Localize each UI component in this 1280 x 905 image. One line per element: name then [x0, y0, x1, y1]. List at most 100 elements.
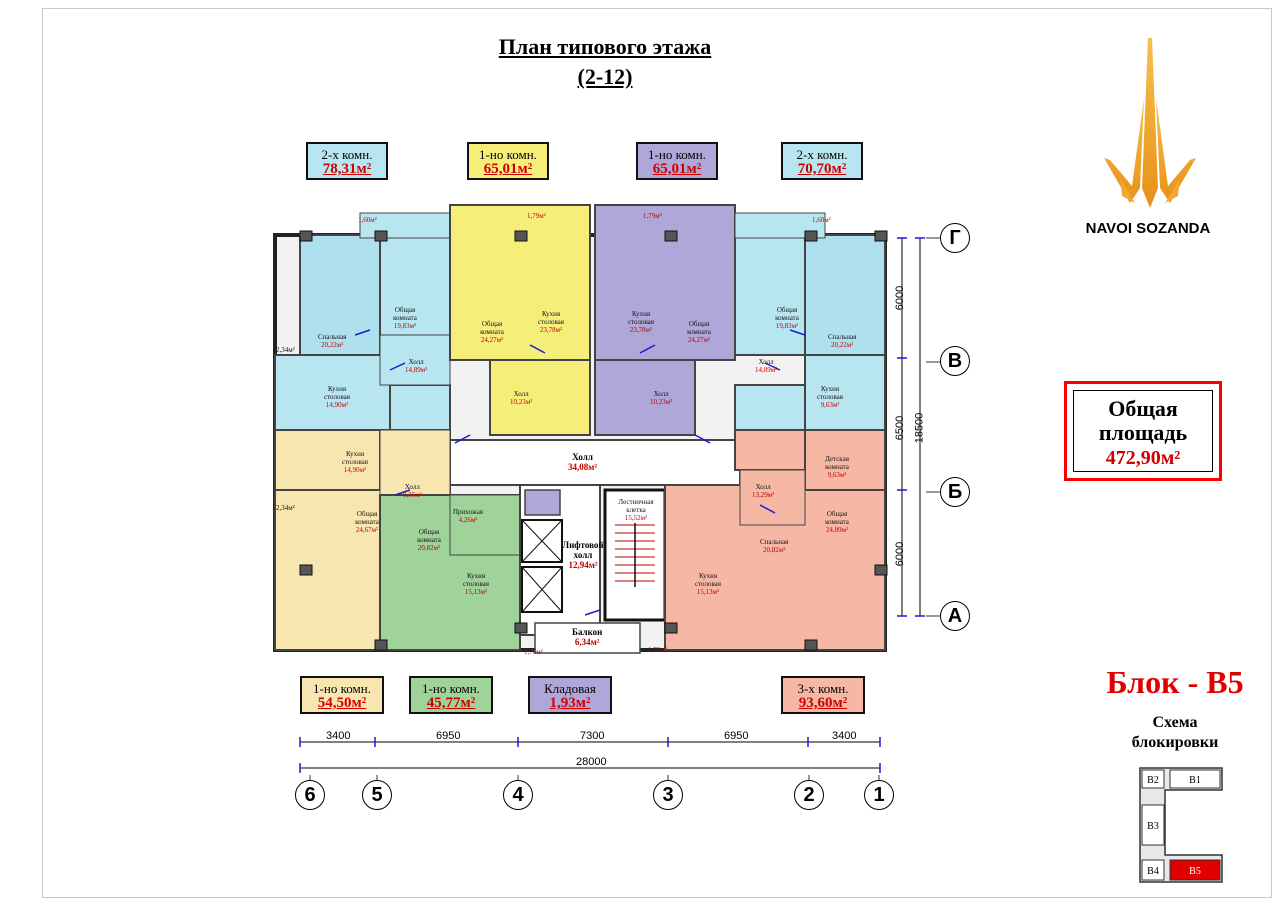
navoi-sozanda-logo-icon: [1104, 38, 1196, 208]
zone-apt-bml-hall: [449, 494, 521, 556]
zone-balcony: [534, 622, 641, 654]
dim-h-5: 3400: [832, 730, 857, 742]
small-area: 1,79м²: [527, 212, 546, 220]
axis-letter-b: Б: [940, 477, 970, 507]
title-line1: План типового этажа: [498, 34, 712, 59]
zone-central-hall: [449, 439, 741, 486]
page-border: [42, 8, 1272, 898]
small-area: 1,76м²: [524, 648, 543, 656]
small-area: 2,34м²: [276, 346, 295, 354]
axis-number-6: 6: [295, 780, 325, 810]
apt-box-bottom-2: 1-но комн.45,77м²: [409, 676, 493, 714]
dim-h-1: 3400: [326, 730, 351, 742]
dim-h-4: 6950: [724, 730, 749, 742]
apt-box-top-3: 1-но комн.65,01м²: [636, 142, 718, 180]
svg-text:В4: В4: [1147, 866, 1159, 877]
zone-apt-tr-bath: [734, 384, 806, 431]
page-title: План типового этажа (2-12): [440, 32, 770, 92]
small-area: 2,34м²: [276, 504, 295, 512]
zone-apt-tml-hall: [489, 359, 591, 436]
svg-text:В3: В3: [1147, 821, 1159, 832]
small-area: 1,79м²: [643, 212, 662, 220]
axis-letter-v: В: [940, 346, 970, 376]
title-line2: (2-12): [577, 64, 633, 89]
dim-h-total: 28000: [576, 756, 607, 768]
small-area: 1,60м²: [812, 216, 831, 224]
dim-v-3: 6000: [894, 541, 907, 567]
floor-plan: [273, 204, 888, 654]
axis-letter-a: А: [940, 601, 970, 631]
blocking-scheme: В2 В1 В3 В4 В5: [1139, 767, 1223, 883]
zone-apt-br-child: [804, 429, 886, 491]
dim-v-1: 6000: [894, 285, 907, 311]
dim-v-2: 6500: [894, 415, 907, 441]
svg-text:В1: В1: [1189, 775, 1201, 786]
axis-number-5: 5: [362, 780, 392, 810]
axis-number-2: 2: [794, 780, 824, 810]
axis-letter-g: Г: [940, 223, 970, 253]
apt-box-top-1: 2-х комн.78,31м²: [306, 142, 388, 180]
apt-box-bottom-1: 1-но комн.54,50м²: [300, 676, 384, 714]
zone-apt-br-hall: [739, 469, 806, 526]
zone-apt-tr-kitchen: [804, 354, 886, 431]
scheme-block-b3: [1141, 804, 1165, 846]
axis-number-4: 4: [503, 780, 533, 810]
apt-box-top-2: 1-но комн.65,01м²: [467, 142, 549, 180]
zone-apt-br-bath: [734, 429, 806, 471]
small-area: 1,76м²: [648, 646, 667, 654]
block-title: Блок - В5: [1106, 664, 1244, 700]
axis-number-3: 3: [653, 780, 683, 810]
apt-box-bottom-4: 3-х комн.93,60м²: [781, 676, 865, 714]
scheme-block-b2: [1141, 769, 1165, 789]
axis-number-1: 1: [864, 780, 894, 810]
brand-name: NAVOI SOZANDA: [1085, 220, 1211, 237]
scheme-block-b1: [1169, 769, 1221, 789]
apt-box-top-4: 2-х комн.70,70м²: [781, 142, 863, 180]
total-area-value: 472,90м²: [1105, 447, 1181, 469]
dim-h-3: 7300: [580, 730, 605, 742]
scheme-block-b5: [1169, 859, 1221, 881]
small-area: 1,60м²: [358, 216, 377, 224]
dim-v-total: 18500: [913, 412, 926, 444]
zone-apt-tl-balcony: [359, 212, 451, 239]
zone-apt-tmr-hall: [594, 359, 696, 436]
zone-storage: [524, 489, 561, 516]
dim-h-2: 6950: [436, 730, 461, 742]
scheme-block-b4: [1141, 859, 1165, 881]
zone-apt-tr-bed: [804, 234, 886, 356]
svg-text:В5: В5: [1189, 866, 1201, 877]
